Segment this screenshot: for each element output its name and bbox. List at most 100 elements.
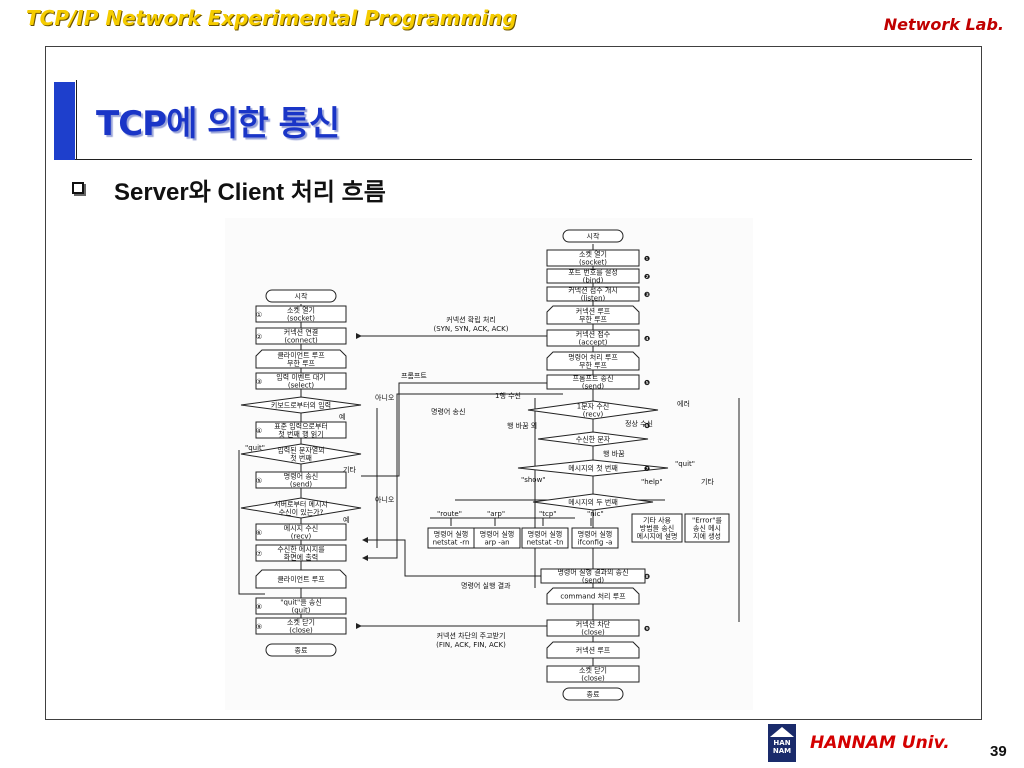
client-quit-decision-text: 첫 번째 bbox=[290, 454, 312, 463]
server-start-text: 시작 bbox=[587, 232, 600, 241]
title-divider bbox=[75, 159, 972, 160]
client-select: 입력 이벤트 대기(select) bbox=[255, 372, 347, 390]
server-normal-label: 정상 수신 bbox=[625, 419, 653, 428]
server-send-result-text: (send) bbox=[582, 577, 605, 585]
server-help-box-text: 메시지에 설명 bbox=[637, 532, 678, 541]
page-number: 39 bbox=[990, 743, 1007, 760]
cmd-send-label: 명령어 송신 bbox=[431, 407, 465, 416]
course-title: TCP/IP Network Experimental Programming bbox=[26, 6, 517, 30]
server-quit-label: "quit" bbox=[675, 460, 695, 468]
server-exec-route-text: 명령어 실행 bbox=[434, 530, 468, 539]
server-listen-text: 커넥션 접수 개시 bbox=[568, 286, 618, 295]
server-listen: 커넥션 접수 개시(listen) bbox=[546, 286, 640, 303]
client-quit-decision-text: 입력된 문자열의 bbox=[277, 446, 324, 455]
client-send-quit: "quit"을 송신(quit) bbox=[255, 597, 347, 615]
client-start-text: 시작 bbox=[295, 292, 308, 301]
client-step-number: ⑥ bbox=[256, 529, 262, 537]
cmd-result-label: 명령어 실행 결과 bbox=[461, 581, 511, 590]
server-error-box-text: 송신 메시 bbox=[693, 524, 721, 533]
client-no-label-2: 아니오 bbox=[375, 495, 395, 504]
client-socket-text: (socket) bbox=[287, 315, 315, 323]
client-yes-label-2: 예 bbox=[343, 515, 349, 524]
client-close-text: (close) bbox=[289, 627, 313, 635]
client-print-text: 수신한 메시지를 bbox=[277, 545, 325, 554]
client-end-text: 종료 bbox=[295, 647, 308, 655]
server-first-word-decision-text: 메시지의 첫 번째 bbox=[568, 464, 618, 473]
server-step-number: ❹ bbox=[644, 335, 650, 343]
client-socket-text: 소켓 열기 bbox=[287, 306, 315, 315]
server-exec-arp-text: arp -an bbox=[484, 539, 509, 547]
title-divider-vertical bbox=[76, 80, 77, 160]
client-print-text: 화면에 출력 bbox=[284, 553, 318, 562]
client-msg-decision-text: 수신이 있는가? bbox=[279, 508, 324, 517]
server-listen-text: (listen) bbox=[581, 295, 606, 303]
server-error-box: "Error"를송신 메시지에 생성 bbox=[684, 513, 730, 543]
server-accept: 커넥션 접수(accept) bbox=[546, 329, 640, 347]
server-close-socket-text: (close) bbox=[581, 675, 605, 683]
client-close: 소켓 닫기(close) bbox=[255, 617, 347, 635]
server-char-decision-text: 수신한 문자 bbox=[576, 435, 611, 444]
client-step-number: ② bbox=[256, 333, 262, 341]
server-exec-nic-text: ifconfig -a bbox=[578, 539, 613, 547]
client-step-number: ⑤ bbox=[256, 477, 262, 485]
server-recv-decision: 1문자 수신(recv) bbox=[527, 400, 659, 420]
server-close-conn-text: 커넥션 차단 bbox=[576, 620, 611, 629]
client-read-stdin-text: 표준 입력으로부터 bbox=[274, 422, 328, 431]
server-bind-text: (bind) bbox=[583, 277, 604, 285]
server-help-box-text: 방법을 송신 bbox=[640, 524, 674, 533]
client-send-quit-text: "quit"을 송신 bbox=[280, 598, 322, 607]
server-conn-loop-end: 커넥션 루프 bbox=[546, 641, 640, 659]
client-other-label: 기타 bbox=[343, 465, 356, 474]
server-cmd-loop-end: command 처리 루프 bbox=[546, 587, 640, 605]
server-step-number: ❸ bbox=[644, 291, 650, 299]
server-start: 시작 bbox=[562, 229, 624, 243]
client-select-text: 입력 이벤트 대기 bbox=[276, 373, 326, 382]
server-error-label: 에러 bbox=[677, 399, 690, 408]
server-step-number: ❽ bbox=[644, 573, 650, 581]
server-nic-label: "nic" bbox=[587, 510, 604, 518]
slide-bullet: Server와 Client 처리 흐름 bbox=[114, 179, 386, 206]
server-route-label: "route" bbox=[437, 510, 462, 518]
server-cmd-loop-end-text: command 처리 루프 bbox=[560, 592, 626, 601]
client-socket: 소켓 열기(socket) bbox=[255, 305, 347, 323]
server-show-label: "show" bbox=[521, 476, 546, 484]
server-help-label: "help" bbox=[641, 478, 663, 486]
server-exec-tcp-text: 명령어 실행 bbox=[528, 530, 562, 539]
title-accent-bar bbox=[54, 82, 75, 160]
client-send: 명령어 송신(send) bbox=[255, 471, 347, 489]
client-step-number: ⑦ bbox=[256, 550, 262, 558]
client-msg-decision-text: 서버로부터 메시지 bbox=[274, 500, 328, 509]
server-step-number: ❼ bbox=[644, 465, 650, 473]
server-exec-arp-text: 명령어 실행 bbox=[480, 530, 514, 539]
slide-title: TCP에 의한 통신 bbox=[96, 104, 340, 144]
one-line-recv-label: 1행 수신 bbox=[495, 391, 521, 400]
server-arp-label: "arp" bbox=[487, 510, 505, 518]
server-cmd-loop-begin-text: 명령어 처리 루프 bbox=[568, 353, 618, 362]
server-send-prompt-text: (send) bbox=[582, 383, 605, 391]
server-exec-nic-text: 명령어 실행 bbox=[578, 530, 612, 539]
server-recv-decision-text: 1문자 수신 bbox=[577, 402, 609, 411]
client-recv: 메시지 수신(recv) bbox=[255, 523, 347, 541]
server-error-box-text: 지에 생성 bbox=[693, 532, 721, 541]
client-loop-end-text: 클라이언트 루프 bbox=[277, 575, 325, 584]
server-char-decision: 수신한 문자 bbox=[537, 431, 649, 447]
server-send-prompt-text: 프롬프트 송신 bbox=[573, 374, 614, 383]
server-socket-text: (socket) bbox=[579, 259, 607, 267]
client-step-number: ⑧ bbox=[256, 603, 262, 611]
client-loop-begin-text: 무한 루프 bbox=[287, 360, 316, 368]
server-close-socket: 소켓 닫기(close) bbox=[546, 665, 640, 683]
university-name: HANNAM Univ. bbox=[810, 733, 950, 753]
server-conn-loop-begin-text: 커넥션 루프 bbox=[576, 307, 611, 316]
client-send-quit-text: (quit) bbox=[291, 607, 310, 615]
